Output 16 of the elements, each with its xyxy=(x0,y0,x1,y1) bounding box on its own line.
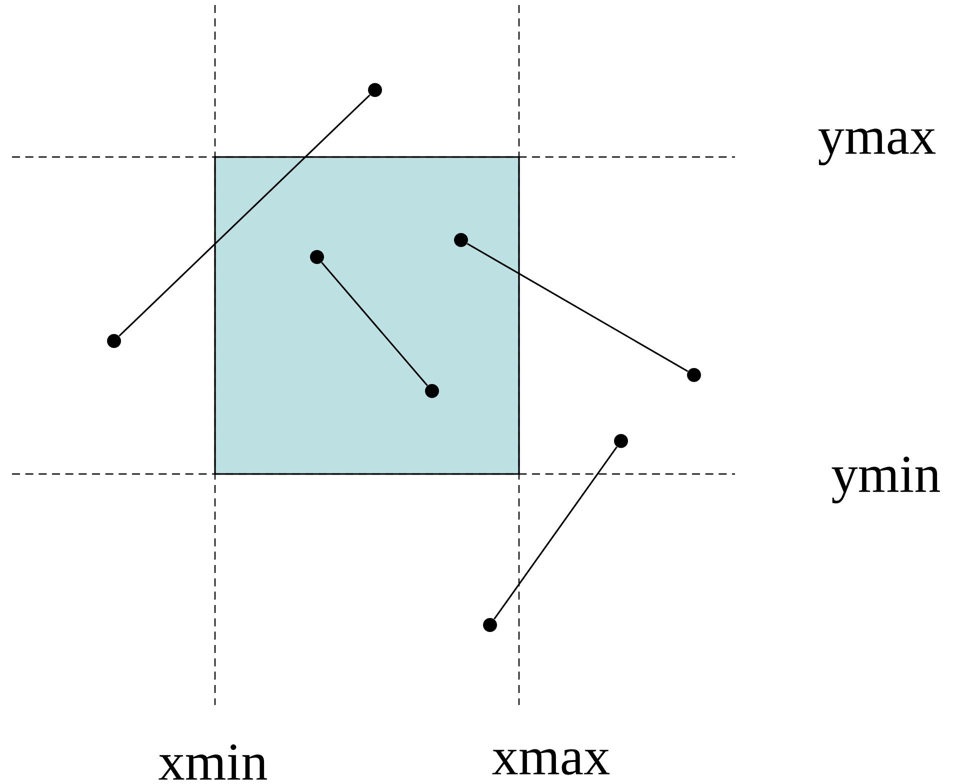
endpoint-dot xyxy=(107,334,121,348)
endpoint-dot xyxy=(368,83,382,97)
axis-bound-label: xmax xyxy=(492,749,610,775)
line-segment xyxy=(118,94,370,337)
line-segment xyxy=(494,446,618,620)
axis-bound-label: ymax xyxy=(818,128,936,166)
endpoint-dot xyxy=(454,233,468,247)
endpoint-dot xyxy=(614,434,628,448)
endpoint-dot xyxy=(483,618,497,632)
line-segment xyxy=(321,262,428,386)
endpoint-dot xyxy=(425,384,439,398)
endpoint-dot xyxy=(687,368,701,382)
line-segment xyxy=(466,242,688,372)
axis-bound-label: ymin xyxy=(832,456,940,504)
endpoint-dot xyxy=(310,250,324,264)
axis-bound-label: xmin xyxy=(158,744,268,780)
